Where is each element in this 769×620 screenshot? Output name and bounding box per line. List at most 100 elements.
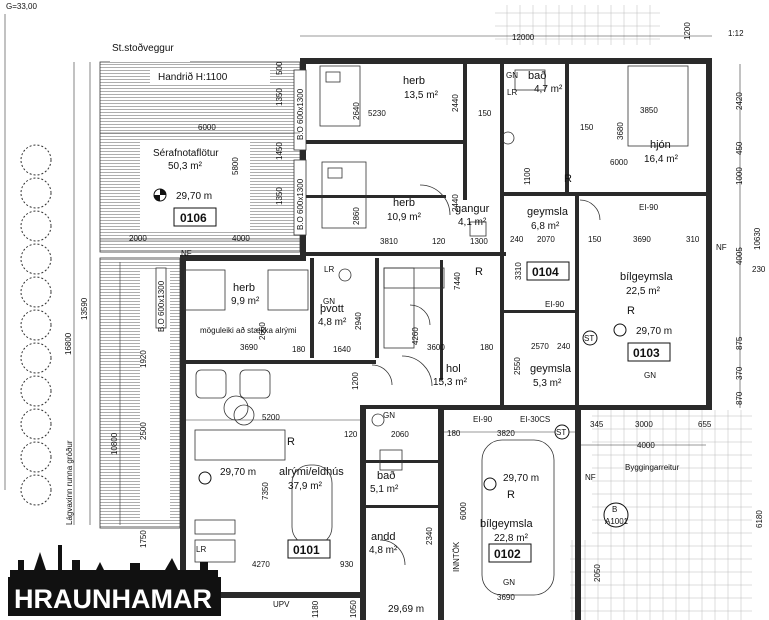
dim-1200b: 1200 [351, 372, 360, 390]
bad2-area: 5,1 m² [370, 484, 399, 495]
thvottur-name: þvott [320, 303, 344, 315]
r-3: R [507, 489, 515, 501]
logo-text: HRAUNHAMAR [14, 584, 212, 614]
dim-500: 500 [275, 61, 284, 75]
herb2-name: herb [393, 197, 415, 209]
herb3-area: 9,9 m² [231, 296, 260, 307]
bush-shape [20, 177, 52, 209]
dim-180a: 180 [292, 345, 306, 354]
geymsla1-area: 6,8 m² [531, 221, 560, 232]
paving-grid-top [495, 5, 660, 45]
dim-4005: 4005 [735, 247, 744, 265]
bush-shape [20, 210, 52, 242]
terrace-code: 0106 [180, 211, 207, 225]
st-2: ST [556, 428, 566, 437]
andd-name: andd [371, 531, 395, 543]
dim-240: 240 [510, 235, 524, 244]
dim-2060: 2060 [391, 430, 409, 439]
gangur-name: gangur [455, 203, 490, 215]
st-marker-1 [582, 330, 598, 346]
dim-1000: 1000 [735, 167, 744, 185]
bush-shape [20, 309, 52, 341]
unit-0104: 0104 [532, 265, 559, 279]
herb2-area: 10,9 m² [387, 212, 422, 223]
dim-10630: 10630 [753, 227, 762, 250]
dim-4000b: 4000 [637, 441, 655, 450]
stodveggur-label: St.stoðveggur [112, 42, 174, 54]
ei90-1: EI-90 [639, 203, 659, 212]
code-0103-box [627, 342, 671, 362]
window-label-1: B.O 600x1300 [296, 88, 305, 140]
bush-shape [20, 375, 52, 407]
alrymi-code: 0101 [293, 543, 320, 557]
dim-1640: 1640 [333, 345, 351, 354]
handrid-label: Handrið H:1100 [158, 71, 228, 83]
andd-area: 4,8 m² [369, 545, 398, 556]
gn-1: GN [506, 71, 518, 80]
dim-6000: 6000 [198, 123, 216, 132]
dim-875: 875 [735, 336, 744, 350]
dim-150b: 150 [580, 123, 594, 132]
dimension-texts: 12000 1200 2420 6000 5800 1350 1450 1350… [64, 22, 766, 618]
window-label-3: B.O 600x1300 [157, 280, 166, 332]
r-2: R [287, 436, 295, 448]
section-b: B [612, 505, 617, 514]
greenery-label: Lágvaxinn runna gróður [65, 440, 74, 525]
dim-2420: 2420 [735, 92, 744, 110]
herb1-area: 13,5 m² [404, 90, 439, 101]
bilgeymsla2-area: 22,8 m² [494, 533, 529, 544]
bush-shape [20, 276, 52, 308]
dim-3690c: 3690 [497, 593, 515, 602]
ei30cs: EI-30CS [520, 415, 550, 424]
dim-150a: 150 [478, 109, 492, 118]
bilgeymsla2-code: 0102 [494, 547, 521, 561]
dim-2050: 2050 [593, 564, 602, 582]
dim-120b: 120 [344, 430, 358, 439]
dim-370: 370 [735, 366, 744, 380]
dim-4260: 4260 [411, 327, 420, 345]
hol-name: hol [446, 363, 461, 375]
st-marker-2 [554, 424, 570, 440]
bilgeymsla1-code: 0103 [633, 346, 660, 360]
dim-2860: 2860 [352, 207, 361, 225]
hjon-area: 16,4 m² [644, 154, 679, 165]
walls [180, 58, 712, 620]
dim-2550: 2550 [513, 357, 522, 375]
dim-1350b: 1350 [275, 187, 284, 205]
dimension-lines [73, 35, 741, 525]
upv: UPV [273, 600, 290, 609]
terrace-label-bg3 [110, 50, 190, 62]
dim-3310: 3310 [514, 262, 523, 280]
dim-4270: 4270 [252, 560, 270, 569]
byggingarreitur-label: Byggingarreitur [625, 463, 680, 472]
gangur-area: 4,1 m² [458, 217, 487, 228]
geymsla2-name: geymsla [530, 363, 572, 375]
alrymi-elev: 29,70 m [220, 467, 256, 478]
dim-870: 870 [735, 391, 744, 405]
section-ref: A1001 [605, 517, 629, 526]
furniture [184, 65, 689, 596]
bilgeymsla1-elev: 29,70 m [636, 326, 672, 337]
dim-2660: 2660 [258, 322, 267, 340]
dim-150c: 150 [588, 235, 602, 244]
nf-3: NF [585, 473, 596, 482]
dim-2000: 2000 [129, 234, 147, 243]
elev-marker-0103 [613, 323, 627, 337]
logo-skyline [10, 545, 218, 578]
code-0101-box [287, 539, 331, 559]
dim-1180: 1180 [311, 600, 320, 618]
bush-shape [20, 441, 52, 473]
bad1-name: bað [528, 70, 546, 82]
dim-1450: 1450 [275, 142, 284, 160]
dim-3600: 3600 [427, 343, 445, 352]
herb1-name: herb [403, 75, 425, 87]
geymsla2-area: 5,3 m² [533, 378, 562, 389]
dim-240b: 240 [557, 342, 571, 351]
dim-5230: 5230 [368, 109, 386, 118]
dim-120a: 120 [432, 237, 446, 246]
dim-3000: 3000 [635, 420, 653, 429]
bush-shape [20, 342, 52, 374]
alrymi-name: alrými/eldhús [279, 466, 344, 478]
bush-shape [20, 144, 52, 176]
hjon-name: hjón [650, 139, 671, 151]
